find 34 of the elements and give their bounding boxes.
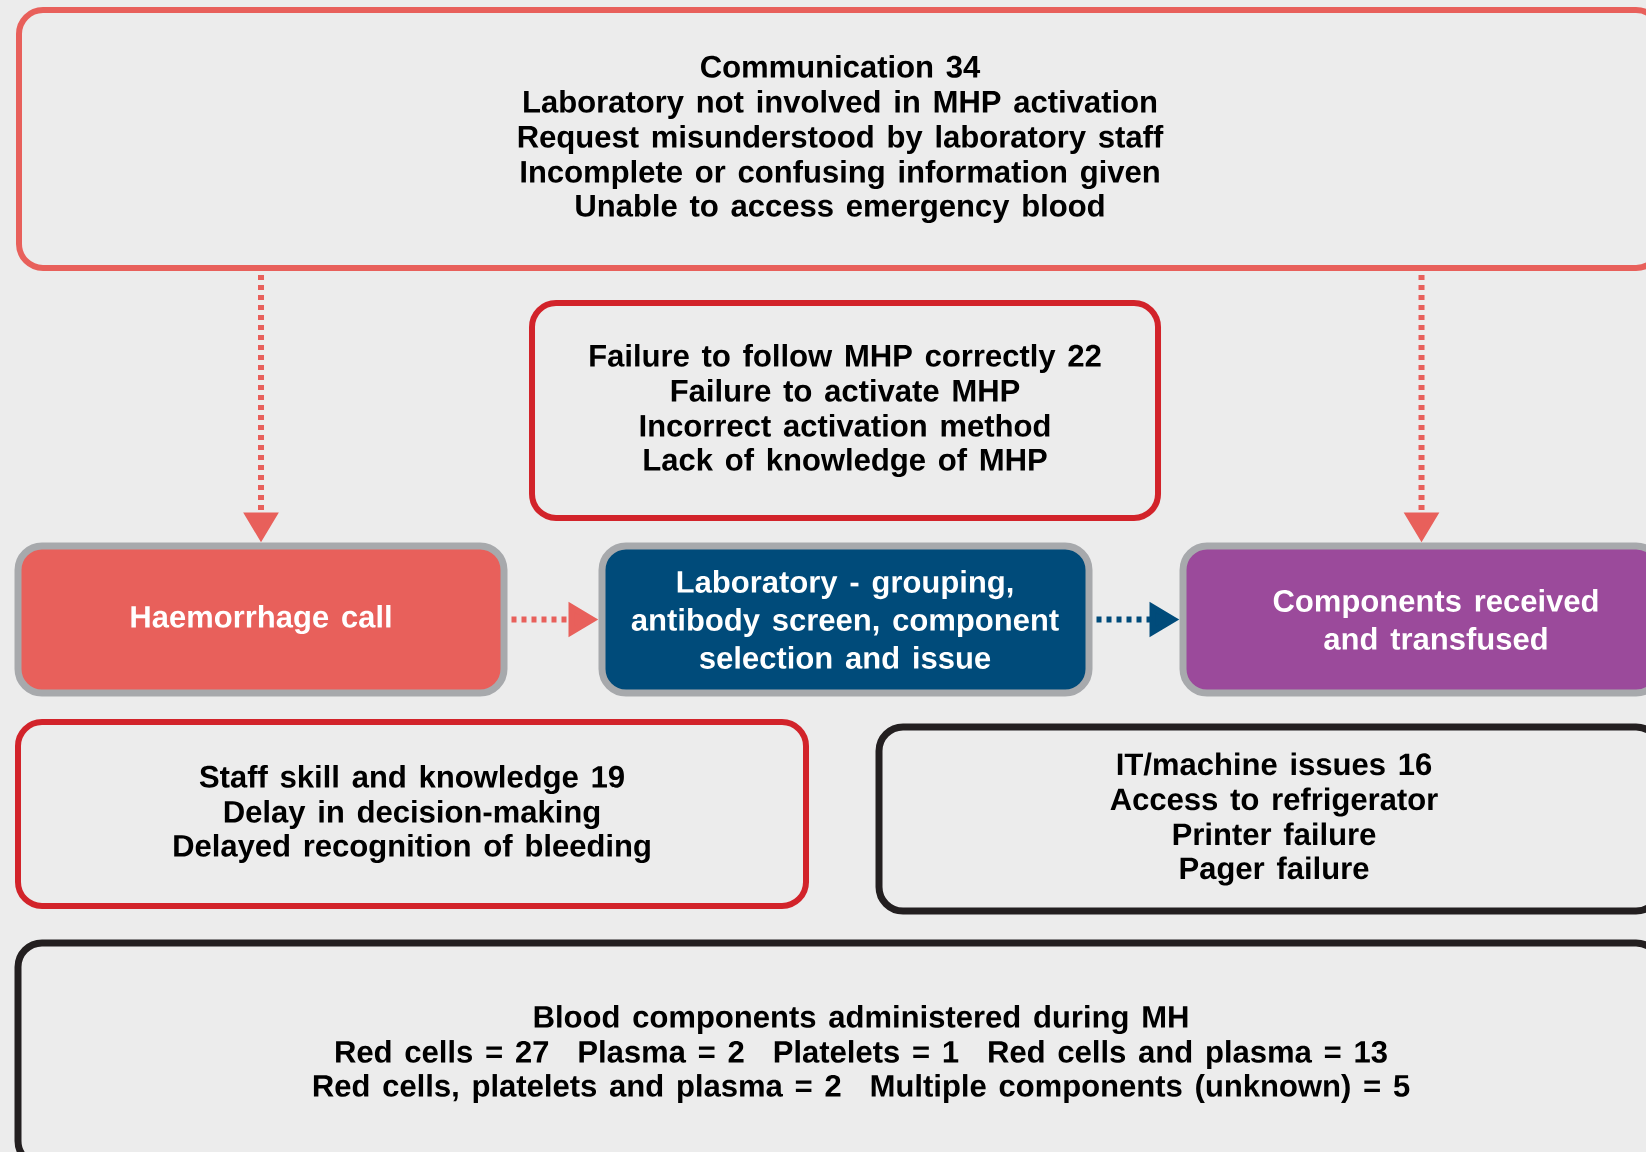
list-item: Platelets = 1	[774, 1040, 959, 1063]
process-box	[14, 542, 508, 697]
heading: Staff skill and knowledge 19	[199, 765, 624, 795]
heading: Blood components administered during MH	[534, 1005, 1188, 1035]
heading: Communication 34	[701, 55, 981, 78]
heading: IT/machine issues 16	[1117, 752, 1432, 776]
list-item: Lack of knowledge of MHP	[644, 448, 1047, 477]
list-item: Access to refrigerator	[1110, 787, 1438, 817]
callout-box	[529, 300, 1161, 521]
list-item: Multiple components (unknown) = 5	[871, 1074, 1410, 1103]
list-item: Failure to activate MHP	[671, 379, 1020, 402]
callout-box	[875, 723, 1646, 915]
process-box	[1179, 542, 1646, 697]
list-item: Red cells and plasma = 13	[989, 1040, 1387, 1069]
list-item: Red cells, platelets and plasma = 2	[313, 1074, 841, 1103]
list-item: Incorrect activation method	[640, 414, 1050, 437]
list-item: Laboratory not involved in MHP activation	[524, 90, 1157, 119]
list-item: Plasma = 2	[579, 1040, 744, 1063]
box-label: Components received and transfused	[1273, 589, 1598, 650]
box-label: Laboratory - grouping, antibody screen, component selection and issue	[631, 570, 1059, 669]
list-item: Printer failure	[1173, 822, 1376, 846]
list-item: Red cells = 27	[336, 1040, 549, 1063]
callout-box	[14, 939, 1646, 1152]
list-item: Unable to access emergency blood	[576, 194, 1104, 223]
callout-box	[16, 7, 1646, 271]
list-item: Delayed recognition of bleeding	[174, 834, 650, 864]
list-item: Incomplete or confusing information given	[521, 160, 1159, 189]
heading: Failure to follow MHP correctly 22	[590, 344, 1101, 373]
list-item: Pager failure	[1180, 856, 1369, 886]
list-item: Request misunderstood by laboratory staff	[518, 125, 1164, 154]
list-item: Delay in decision-making	[224, 800, 600, 830]
callout-box	[15, 719, 809, 909]
process-box	[598, 542, 1093, 697]
box-label: Haemorrhage call	[131, 605, 391, 635]
